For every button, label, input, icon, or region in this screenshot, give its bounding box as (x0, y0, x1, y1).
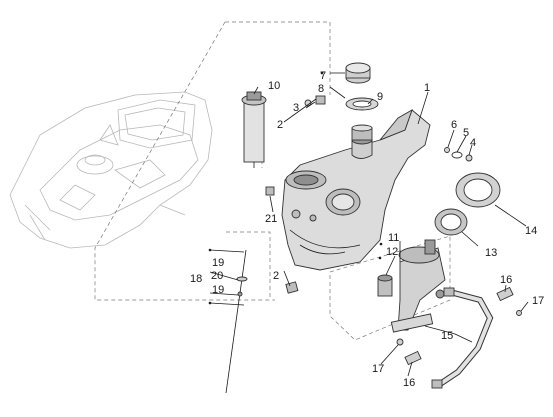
callout-13: 13 (485, 247, 497, 259)
ring-nut (455, 172, 501, 208)
callout-20: 20 (211, 270, 223, 282)
dashed-guide-lines (94, 21, 451, 341)
hose-clips (396, 286, 522, 366)
callout-11: 11 (388, 232, 399, 244)
callout-4: 4 (470, 137, 476, 149)
fuel-level-sender (241, 91, 267, 168)
fuel-pump (377, 239, 446, 333)
frame-outline-drawing (9, 91, 213, 249)
callout-3: 3 (293, 102, 299, 114)
callout-16-bottom: 16 (403, 377, 415, 389)
callout-2-bottom: 2 (273, 270, 279, 282)
callout-2-top: 2 (277, 119, 283, 131)
callout-17-right: 17 (532, 295, 544, 307)
callout-9: 9 (377, 91, 383, 103)
callout-16-right: 16 (500, 274, 512, 286)
filler-cap (345, 62, 371, 84)
leader-lines (209, 72, 529, 377)
callout-17-bottom: 17 (372, 363, 384, 375)
callout-6: 6 (451, 119, 457, 131)
callout-10: 10 (268, 80, 280, 92)
callout-1: 1 (424, 82, 430, 94)
callout-12: 12 (386, 246, 398, 258)
callout-21: 21 (265, 213, 277, 225)
callout-7: 7 (320, 70, 326, 82)
callout-19-top: 19 (212, 257, 224, 269)
filler-neck-ring (351, 124, 373, 141)
breather-rod-assembly (225, 249, 248, 394)
clip-and-screw (265, 95, 326, 294)
fuel-hose (431, 287, 494, 389)
callout-15: 15 (441, 330, 453, 342)
filler-gasket (345, 97, 379, 111)
callout-18: 18 (190, 273, 202, 285)
group-bullets (208, 71, 383, 305)
callout-14: 14 (525, 225, 537, 237)
callout-5: 5 (463, 127, 469, 139)
fuel-tank (281, 109, 431, 271)
callout-labels: 1 7 8 9 10 3 2 6 5 4 14 13 21 11 12 2 18… (190, 70, 544, 389)
callout-19-bottom: 19 (212, 284, 224, 296)
callout-8: 8 (318, 83, 324, 95)
pump-seal (434, 208, 468, 236)
